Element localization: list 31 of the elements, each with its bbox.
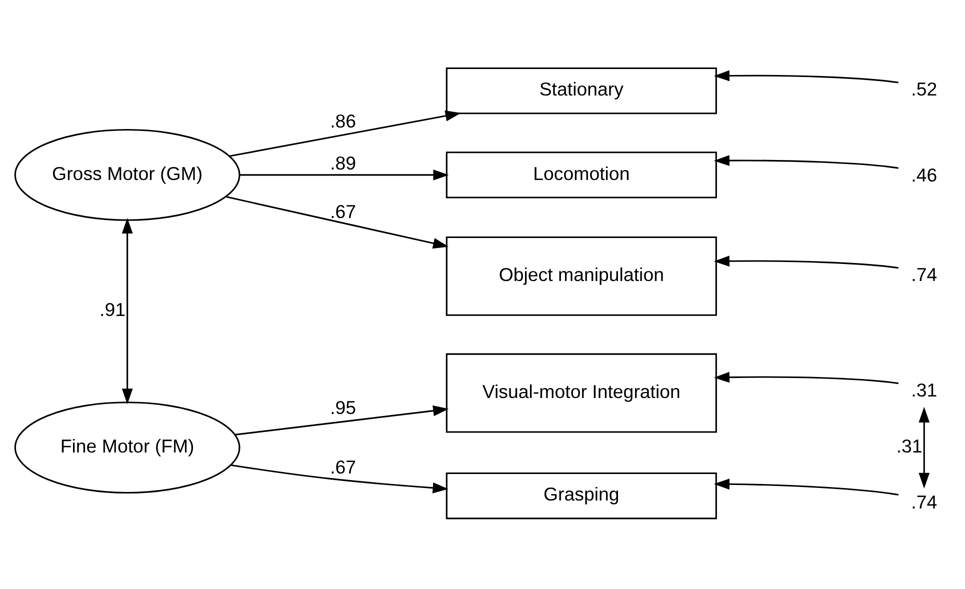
node-box: Object manipulation	[446, 236, 717, 316]
edge-label: .67	[330, 200, 356, 222]
arrow	[235, 405, 449, 436]
node-text: .74	[911, 264, 938, 286]
arrow	[918, 406, 930, 488]
node-box: Visual-motor Integration	[446, 353, 717, 433]
node-text: .31	[911, 379, 938, 400]
edge-label: .67	[330, 456, 356, 478]
edge-label: .86	[330, 110, 356, 132]
arrow	[714, 478, 899, 496]
node-box: Grasping	[446, 472, 717, 520]
arrow	[240, 169, 449, 180]
arrow	[714, 256, 898, 269]
arrow	[122, 218, 133, 404]
edge-label: .31	[896, 435, 922, 456]
node-box: Stationary	[446, 67, 717, 114]
edge-label: .95	[330, 397, 356, 418]
node-text: .46	[911, 164, 938, 186]
node-text: .52	[911, 78, 938, 100]
node-box: Locomotion	[446, 152, 717, 198]
node-ellipse: Gross Motor (GM)	[14, 128, 240, 221]
arrow	[229, 110, 461, 157]
arrow	[714, 70, 898, 84]
node-text: .74	[911, 491, 938, 512]
edge-label: .91	[100, 299, 126, 320]
arrow	[226, 196, 449, 249]
arrow	[230, 464, 448, 494]
arrow	[714, 155, 898, 169]
node-ellipse: Fine Motor (FM)	[14, 402, 240, 494]
edge-label: .89	[330, 152, 356, 174]
arrow	[714, 372, 898, 384]
